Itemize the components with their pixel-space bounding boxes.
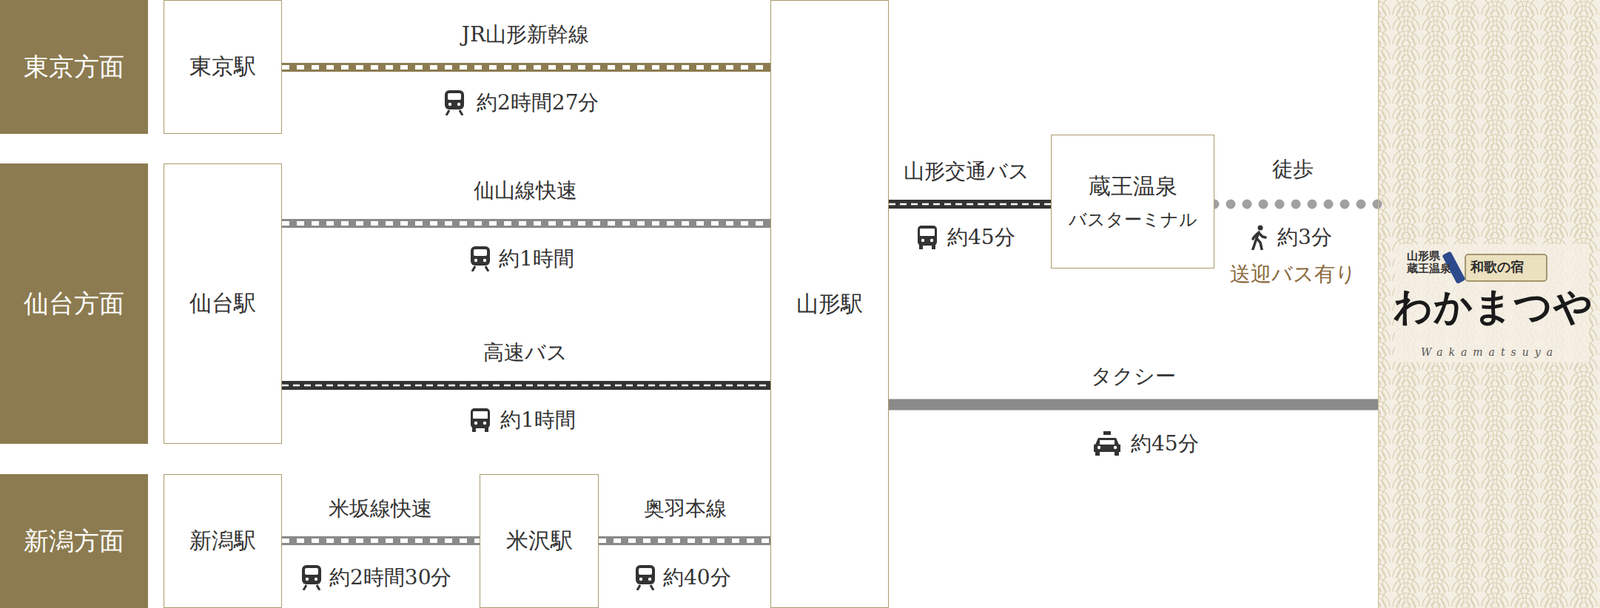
duration-text: 約45分 (1130, 429, 1199, 459)
train-icon (470, 246, 490, 272)
route-stroke (281, 221, 771, 226)
route-stroke (888, 399, 1378, 411)
inn-name: わかまつや (1393, 281, 1594, 334)
wave-pattern (1377, 0, 1600, 608)
route-line (888, 404, 1378, 406)
region-band: 東京方面 (0, 0, 149, 134)
route-name: 高速バス (483, 338, 568, 368)
taxi-icon (1093, 431, 1121, 456)
panel-ground (1377, 0, 1600, 608)
place-name: 山形県 蔵王温泉 (1406, 250, 1455, 277)
train-icon (635, 565, 655, 591)
duration-text: 約40分 (663, 563, 732, 593)
station-name: バスターミナル (1068, 207, 1198, 232)
region-name: 東京方面 (23, 50, 125, 85)
route-stroke (281, 65, 771, 70)
inn-romaji: Wakamatsuya (1378, 346, 1600, 359)
logo-text: 和歌の宿 (1470, 258, 1524, 277)
route-line (281, 67, 771, 69)
route-line (888, 204, 1051, 205)
route-name: JR山形新幹線 (461, 20, 590, 49)
route-stroke (281, 536, 480, 546)
inn-panel: 山形県 蔵王温泉和歌の宿わかまつや Wakamatsuya (1377, 0, 1600, 608)
route-line (598, 540, 771, 542)
route-name: 仙山線快速 (473, 176, 578, 205)
station-box: 仙台駅 (163, 163, 282, 445)
route-stroke (281, 384, 771, 388)
route-name: 米坂線快速 (328, 495, 433, 524)
route-stroke (1214, 199, 1378, 210)
route-stroke (281, 381, 771, 391)
station-name: 新潟駅 (189, 526, 257, 557)
route-stroke (888, 203, 1051, 206)
duration-text: 約3分 (1277, 223, 1333, 252)
route-name: 奥羽本線 (643, 495, 727, 524)
terminal-box: 蔵王温泉バスターミナル (1050, 134, 1215, 269)
walk-icon (1252, 225, 1266, 251)
train-icon (444, 90, 465, 116)
route-stroke (281, 62, 771, 72)
duration-text: 約1時間 (500, 406, 576, 435)
duration-text: 約2時間27分 (476, 88, 599, 117)
station-name: 蔵王温泉 (1088, 171, 1178, 203)
duration-text: 約45分 (947, 223, 1016, 252)
region-band: 新潟方面 (0, 474, 149, 608)
route-stroke (281, 219, 771, 228)
region-name: 仙台方面 (23, 287, 125, 322)
station-box: 米沢駅 (479, 474, 599, 608)
station-name: 山形駅 (796, 289, 863, 320)
bus-icon (917, 225, 937, 250)
logo-scroll (1465, 254, 1547, 282)
route-line (281, 385, 771, 387)
region-band: 仙台方面 (0, 163, 149, 445)
route-name: 徒歩 (1272, 155, 1314, 184)
route-stroke (598, 538, 771, 544)
station-name: 仙台駅 (189, 288, 257, 319)
station-box: 新潟駅 (163, 474, 282, 608)
bus-icon (470, 408, 490, 433)
route-stroke (281, 538, 480, 544)
route-line (1214, 204, 1378, 205)
route-line (281, 540, 480, 542)
route-stroke (888, 199, 1051, 209)
duration-text: 約1時間 (498, 244, 575, 274)
region-name: 新潟方面 (23, 524, 125, 559)
station-box: 山形駅 (770, 0, 889, 608)
train-icon (301, 565, 322, 591)
station-name: 東京駅 (189, 51, 257, 83)
station-box: 東京駅 (163, 0, 282, 134)
station-name: 米沢駅 (506, 526, 573, 557)
duration-text: 約2時間30分 (329, 563, 452, 593)
route-line (281, 223, 771, 225)
route-name: タクシー (1090, 362, 1176, 391)
note-text: 送迎バス有り (1229, 260, 1357, 289)
route-stroke (598, 536, 771, 546)
route-name: 山形交通バス (903, 157, 1030, 186)
